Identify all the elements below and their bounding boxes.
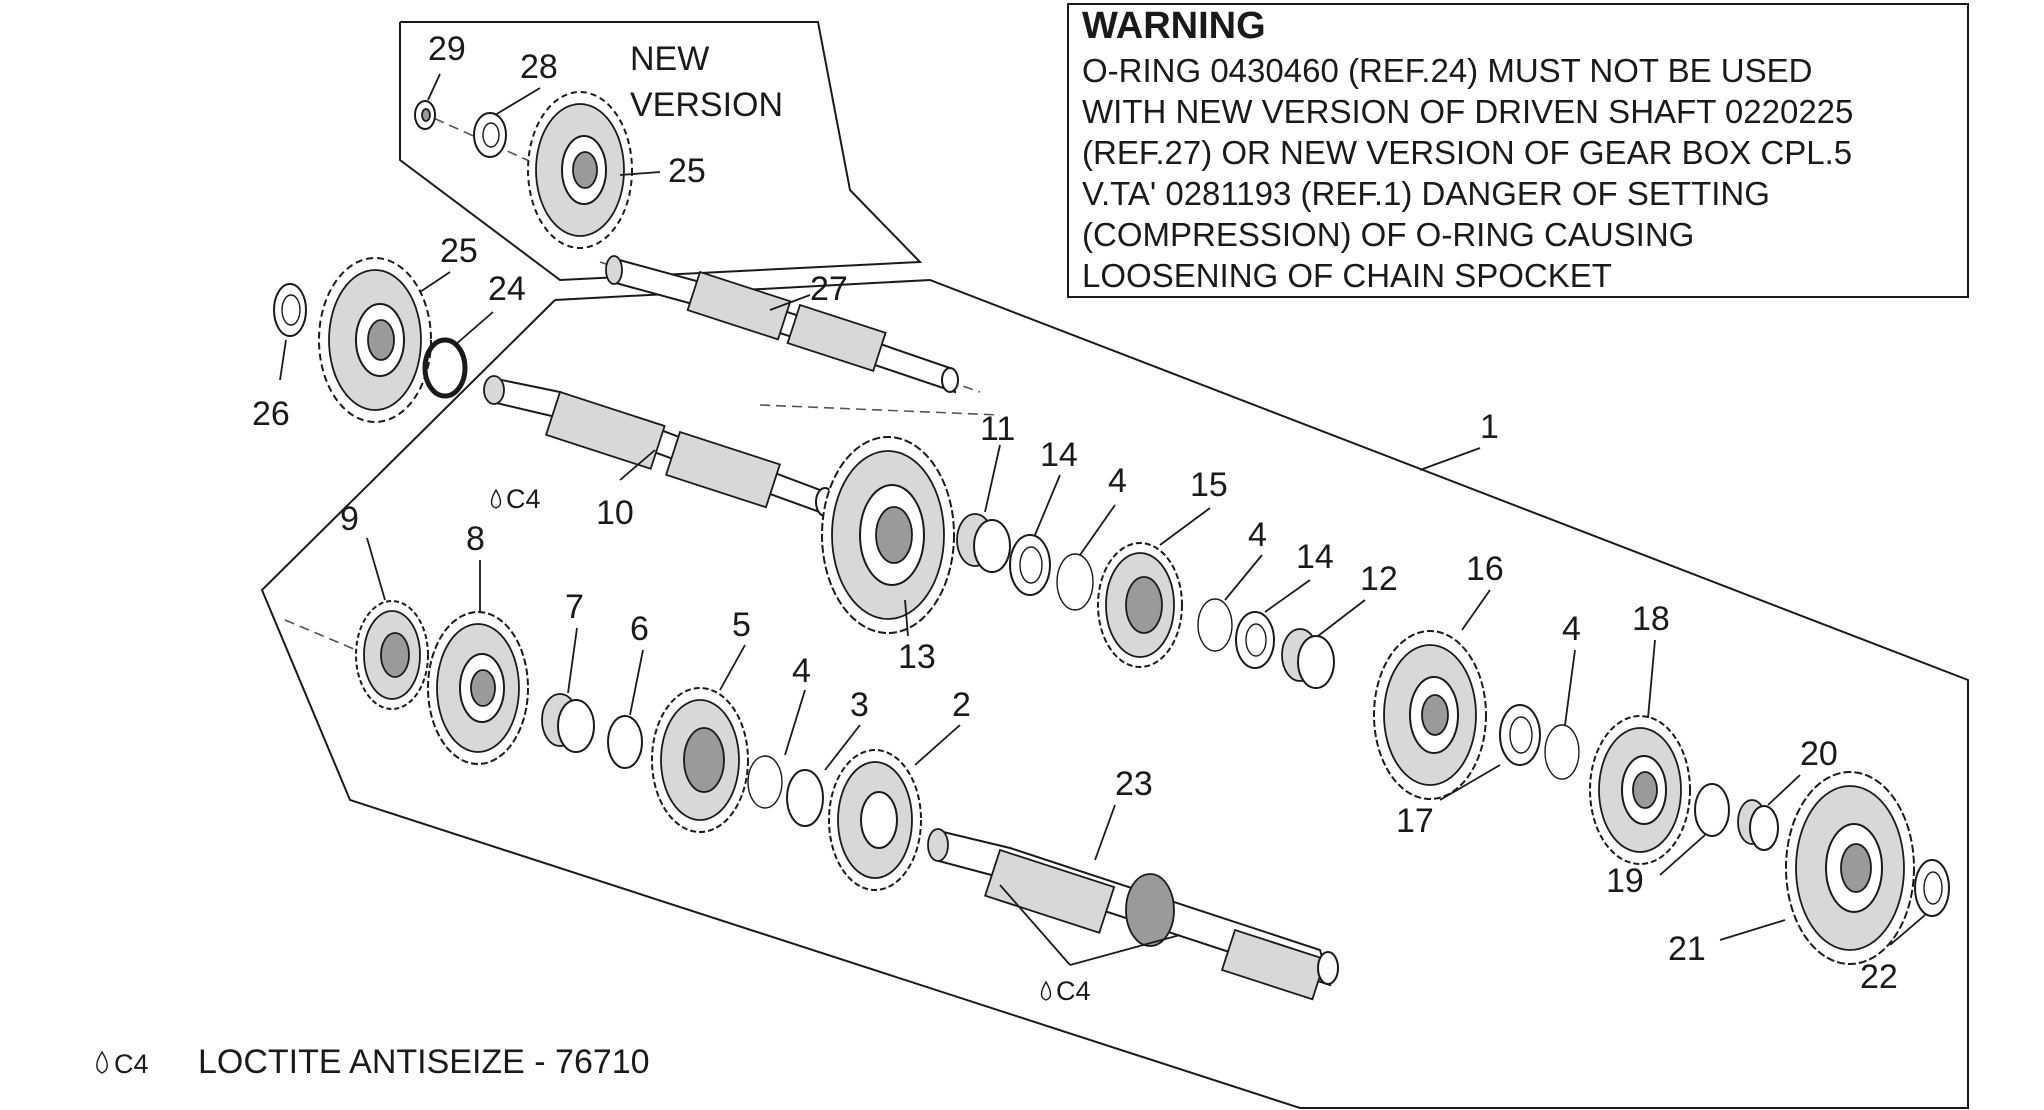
ref-5: 5 [732,606,751,644]
drop-icon [490,488,502,509]
lubricant-code-2: C4 [1056,976,1091,1006]
drop-icon [1040,980,1052,1001]
sprocket-25-new [527,91,633,249]
bearing-7 [541,693,595,753]
legend-text: LOCTITE ANTISEIZE - 76710 [198,1043,650,1081]
ref-23: 23 [1115,765,1153,803]
ref-13: 13 [898,638,936,676]
ref-4a: 4 [1108,462,1127,500]
legend: C4 LOCTITE ANTISEIZE - 76710 [96,1043,650,1081]
gear-13 [821,436,955,634]
washer-28 [473,112,507,158]
ref-25: 25 [440,232,478,270]
driven-shaft-27 [605,255,959,394]
washer-14b [1235,611,1275,669]
circlip-4b [1197,598,1233,652]
gear-9 [355,600,429,710]
ref-4d: 4 [1562,610,1581,648]
ref-2: 2 [952,686,971,724]
circlip-4a [1056,553,1094,611]
ref-4b: 4 [1248,516,1267,554]
circlip-4c [747,755,783,809]
ref-11: 11 [980,410,1015,448]
ref-24: 24 [488,270,526,308]
ref-14b: 14 [1296,538,1334,576]
ref-14a: 14 [1040,436,1078,474]
washer-22 [1914,859,1950,917]
washer-6 [607,715,643,769]
ref-29: 29 [428,30,466,68]
ref-9: 9 [340,500,359,538]
shaft-23 [927,828,1339,1001]
warning-frame [1067,3,1969,298]
bearing-20 [1737,799,1779,851]
new-version-parts [414,91,959,394]
ref-1: 1 [1480,408,1499,446]
gear-5 [651,687,749,833]
lubricant-code-1: C4 [506,484,541,514]
gear-2 [828,749,922,891]
ref-17: 17 [1396,802,1434,840]
gear-15 [1097,542,1183,668]
ref-12: 12 [1360,560,1398,598]
new-version-frame [399,21,923,282]
ref-3: 3 [850,686,869,724]
lubricant-mark-shaft-23: C4 [1040,976,1091,1006]
warning-line-2: WITH NEW VERSION OF DRIVEN SHAFT 0220225 [1082,93,1853,130]
lubricant-mark-shaft-10: C4 [490,484,541,514]
lower-parts [355,600,1339,1001]
main-assembly-frame [260,278,1969,1109]
sprocket-25 [318,257,432,423]
washer-14a [1009,534,1051,596]
ref-21: 21 [1668,930,1706,968]
warning-line-1: O-RING 0430460 (REF.24) MUST NOT BE USED [1082,52,1813,89]
new-version-label-line-2: VERSION [630,86,783,124]
washer-3 [786,769,824,827]
gear-16 [1373,630,1487,800]
bearing-12 [1281,628,1335,689]
warning-title: WARNING [1082,5,1266,47]
ref-19: 19 [1606,862,1644,900]
ref-28: 28 [520,48,558,86]
gear-18 [1589,715,1691,865]
ref-27: 27 [810,270,848,308]
ref-20: 20 [1800,735,1838,773]
bearing-11 [956,513,1011,573]
ref-15: 15 [1190,466,1228,504]
drop-icon [96,1050,108,1074]
upper-parts [273,257,1950,965]
shaft-10 [483,375,835,517]
warning-box: WARNING O-RING 0430460 (REF.24) MUST NOT… [1067,3,1969,298]
nut-29 [414,100,436,130]
circlip-4d [1544,724,1580,780]
ref-6: 6 [630,610,649,648]
ref-8: 8 [466,520,485,558]
ref-16: 16 [1466,550,1504,588]
ref-10: 10 [596,494,634,532]
ref-18: 18 [1632,600,1670,638]
leader-lines [279,73,1926,966]
ref-25-new: 25 [668,152,706,190]
o-ring-24 [422,337,468,399]
washer-19 [1694,783,1730,837]
gear-21 [1785,771,1915,965]
gear-8 [427,611,529,765]
warning-line-6: LOOSENING OF CHAIN SPOCKET [1082,257,1612,294]
warning-line-5: (COMPRESSION) OF O-RING CAUSING [1082,216,1694,253]
ref-4c: 4 [792,652,811,690]
new-version-label-line-1: NEW [630,40,709,78]
washer-17 [1499,704,1541,766]
ref-22: 22 [1860,958,1898,996]
ref-7: 7 [565,588,584,626]
reference-numbers: 29 28 25 25 24 26 27 10 11 14 4 15 4 14 … [252,30,1898,996]
warning-line-4: V.TA' 0281193 (REF.1) DANGER OF SETTING [1082,175,1770,212]
outline-frames [260,21,1969,1109]
circlip-26 [273,283,307,337]
warning-line-3: (REF.27) OR NEW VERSION OF GEAR BOX CPL.… [1082,134,1852,171]
legend-symbol-code: C4 [114,1049,149,1079]
ref-26: 26 [252,395,290,433]
